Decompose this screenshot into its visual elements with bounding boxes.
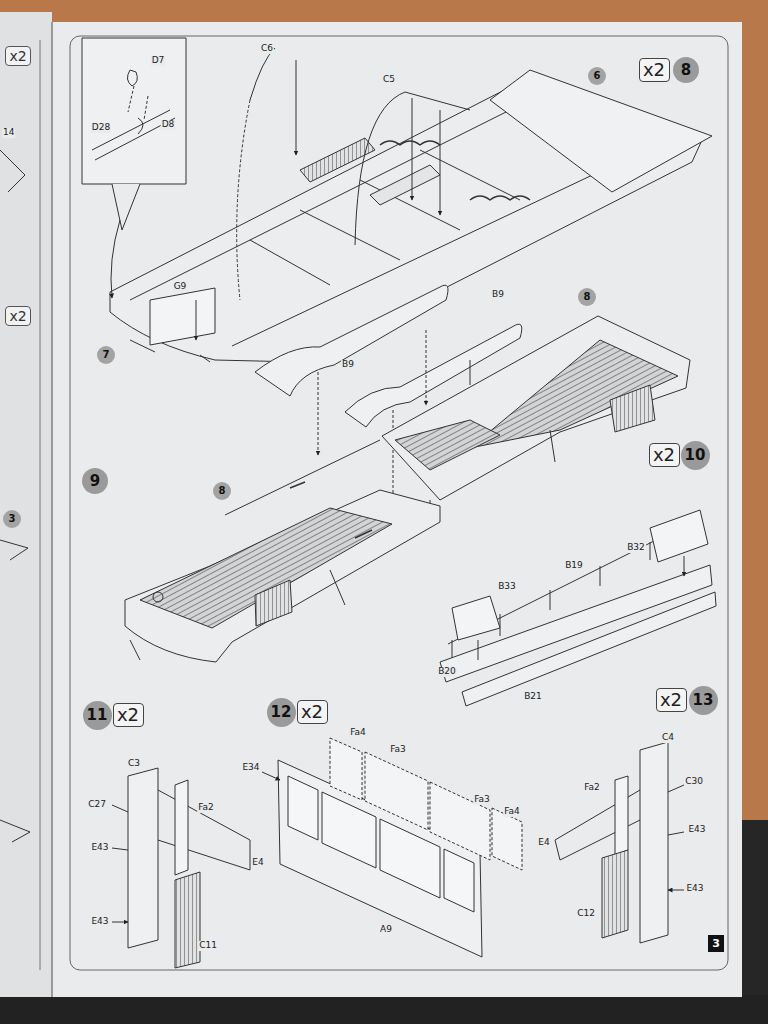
node-text: 8 bbox=[219, 486, 226, 496]
node-text: x2 bbox=[117, 706, 139, 724]
callout-number: 8 bbox=[578, 288, 596, 306]
quantity-box: x2 bbox=[656, 688, 687, 712]
node-text: 8 bbox=[681, 63, 691, 78]
part-label: E43 bbox=[90, 917, 109, 927]
part-label: C3 bbox=[127, 759, 141, 769]
node-text: x2 bbox=[301, 703, 323, 721]
quantity-box: x2 bbox=[649, 443, 680, 467]
part-label: C12 bbox=[576, 909, 596, 919]
part-label: Fa3 bbox=[389, 745, 407, 755]
part-label: C11 bbox=[198, 941, 218, 951]
part-label: C6 bbox=[260, 44, 274, 54]
part-label: D7 bbox=[151, 56, 166, 66]
part-label: B32 bbox=[626, 543, 646, 553]
part-label: A9 bbox=[379, 925, 393, 935]
part-label: C27 bbox=[87, 800, 107, 810]
node-text: 8 bbox=[584, 292, 591, 302]
step-number: 13 bbox=[689, 686, 718, 715]
part-label: B33 bbox=[497, 582, 517, 592]
node-text: 6 bbox=[594, 71, 601, 81]
part-label: E43 bbox=[687, 825, 706, 835]
callout-number: 7 bbox=[97, 346, 115, 364]
node-text: x2 bbox=[9, 309, 26, 323]
node-text: 12 bbox=[271, 705, 292, 720]
part-label: G9 bbox=[173, 282, 188, 292]
part-label: B9 bbox=[491, 290, 505, 300]
node-text: 7 bbox=[103, 350, 110, 360]
callout-number: 6 bbox=[588, 67, 606, 85]
part-label: D28 bbox=[91, 123, 111, 133]
step-number: 10 bbox=[681, 441, 710, 470]
part-label: C30 bbox=[684, 777, 704, 787]
quantity-box: x2 bbox=[639, 58, 670, 82]
part-label: E4 bbox=[537, 838, 550, 848]
part-label: 14 bbox=[2, 128, 15, 138]
part-label: C4 bbox=[661, 733, 675, 743]
step-number: 12 bbox=[267, 698, 296, 727]
node-text: 11 bbox=[87, 708, 108, 723]
callout-number: 3 bbox=[3, 510, 21, 528]
part-label: B19 bbox=[564, 561, 584, 571]
node-text: x2 bbox=[660, 691, 682, 709]
part-label: Fa2 bbox=[197, 803, 215, 813]
part-label: E43 bbox=[685, 884, 704, 894]
part-label: E34 bbox=[241, 763, 260, 773]
callout-number: 8 bbox=[213, 482, 231, 500]
step-number: 9 bbox=[82, 468, 108, 494]
node-text: 3 bbox=[9, 514, 16, 524]
margin-count: x2 bbox=[5, 46, 31, 66]
part-label: Fa4 bbox=[503, 807, 521, 817]
part-label: B20 bbox=[437, 667, 457, 677]
part-label: C5 bbox=[382, 75, 396, 85]
node-text: x2 bbox=[9, 49, 26, 63]
node-text: 3 bbox=[712, 938, 720, 949]
part-label: D8 bbox=[161, 120, 176, 130]
part-label: Fa4 bbox=[349, 728, 367, 738]
step-number: 11 bbox=[83, 701, 112, 730]
part-label: E43 bbox=[90, 843, 109, 853]
quantity-box: x2 bbox=[297, 700, 328, 724]
page-number: 3 bbox=[708, 935, 724, 952]
node-text: x2 bbox=[653, 446, 675, 464]
part-label: E4 bbox=[251, 858, 264, 868]
node-text: 10 bbox=[685, 448, 706, 463]
node-text: x2 bbox=[643, 61, 665, 79]
part-label: B9 bbox=[341, 360, 355, 370]
node-text: 13 bbox=[693, 693, 714, 708]
quantity-box: x2 bbox=[113, 703, 144, 727]
part-label: Fa2 bbox=[583, 783, 601, 793]
part-label: Fa3 bbox=[473, 795, 491, 805]
node-text: 9 bbox=[90, 474, 100, 489]
part-label: B21 bbox=[523, 692, 543, 702]
step-number: 8 bbox=[673, 57, 699, 83]
margin-count: x2 bbox=[5, 306, 31, 326]
